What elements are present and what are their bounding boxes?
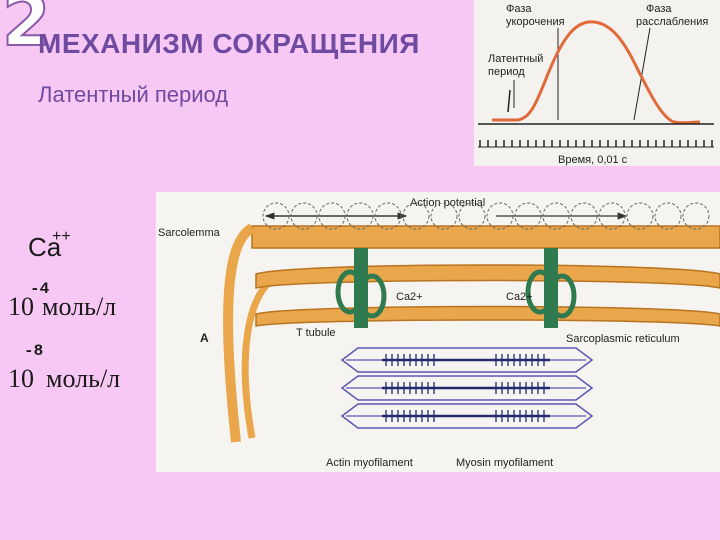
ap-loop [458,202,486,230]
ap-loop [682,202,710,230]
myofibrils [340,347,594,429]
label-phase-relaxation-2: расслабления [636,16,708,28]
sr-upper [255,264,720,289]
twitch-curve [492,20,701,125]
channel-right-b [547,273,577,319]
label-myosin: Myosin myofilament [456,457,553,469]
label-latent-period-1: Латентный [488,53,543,65]
ap-loop [262,202,290,230]
slide-number: 2 [1,0,52,62]
fiber-curve-outer [223,223,255,443]
calcium-ion-charge: ++ [52,228,71,245]
concentration-1: 10 моль/л [8,292,116,322]
sr-lower [255,305,720,327]
label-sarcoplasmic-reticulum: Sarcoplasmic reticulum [566,333,680,345]
label-sarcolemma: Sarcolemma [158,227,221,239]
concentration-2-base: 10 [8,364,34,393]
label-actin: Actin myofilament [326,457,413,469]
label-action-potential: Action potential [410,197,485,209]
myofibril-outline [340,403,594,429]
ap-loop [374,202,402,230]
myofibril-outline [340,347,594,373]
label-phase-shortening-1: Фаза [506,3,532,15]
ap-loop [626,202,654,230]
sarcolemma-band [251,225,720,249]
ap-loop [486,202,514,230]
channel-left-b [357,273,387,319]
label-phase-relaxation-1: Фаза [646,3,672,15]
sarcolemma-loops [262,202,710,230]
concentration-2-unit: моль/л [46,364,121,393]
time-axis-ticks [479,140,713,147]
label-phase-shortening-2: укорочения [506,16,565,28]
ap-loop [570,202,598,230]
concentration-1-exponent: -4 [30,280,50,298]
x-axis-label: Время, 0,01 с [558,154,628,166]
label-ca-left: Ca2+ [396,291,423,303]
twitch-chart-panel: Фаза укорочения Фаза расслабления Латент… [474,0,720,166]
slide-subtitle: Латентный период [38,82,229,107]
label-t-tubule: T tubule [296,327,336,339]
label-latent-period-2: период [488,66,525,78]
calcium-ion-label: Ca [28,232,62,262]
ap-loop [290,202,318,230]
twitch-chart: Фаза укорочения Фаза расслабления Латент… [478,3,714,166]
ap-loop [402,202,430,230]
fiber-curve-inner [241,275,277,439]
label-ca-right: Ca2+ [506,291,533,303]
excitation-contraction-diagram: Action potential Sarcolemma Ca2+ Ca2+ T … [156,192,720,472]
myofibril-outline [340,375,594,401]
concentration-2: 10 моль/л [8,364,120,394]
relaxation-divider [633,27,651,121]
concentration-2-exponent: -8 [24,342,44,360]
label-panel-letter: A [200,331,209,345]
slide-title: МЕХАНИЗМ СОКРАЩЕНИЯ [38,28,420,59]
ap-loop [514,202,542,230]
ap-loop [598,202,626,230]
concentration-1-base: 10 [8,292,34,321]
ap-loop [542,202,570,230]
ap-loop [346,202,374,230]
stimulus-mark [507,89,511,113]
concentration-1-unit: моль/л [42,292,117,321]
ap-loop [318,202,346,230]
ap-loop [654,202,682,230]
diagram-svg: Action potential Sarcolemma Ca2+ Ca2+ T … [158,197,720,469]
ap-loop [430,202,458,230]
